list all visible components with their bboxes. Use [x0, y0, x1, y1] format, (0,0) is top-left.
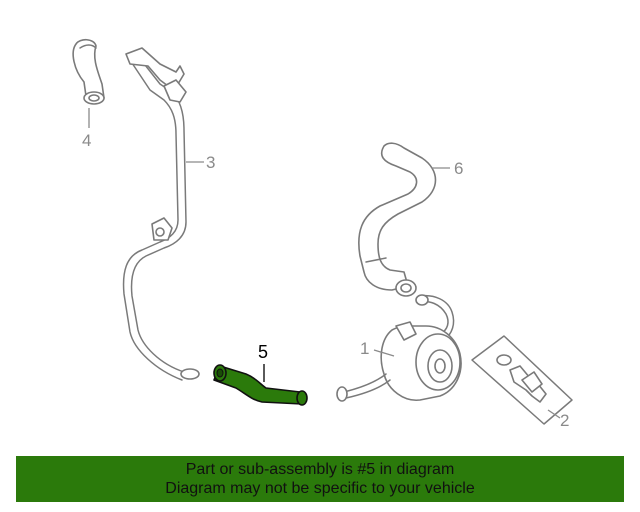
leader-2 — [547, 409, 561, 419]
parts-diagram: 4 3 6 1 2 — [72, 38, 573, 430]
info-banner: Part or sub-assembly is #5 in diagram Di… — [16, 456, 624, 502]
banner-line-1: Part or sub-assembly is #5 in diagram — [185, 461, 455, 478]
part-3-pipe[interactable] — [122, 47, 200, 381]
part-6-hose[interactable] — [358, 142, 437, 297]
banner-line-2: Diagram may not be specific to your vehi… — [165, 480, 475, 497]
part-5-hose-highlighted[interactable] — [213, 364, 308, 406]
callout-1[interactable]: 1 — [360, 339, 369, 358]
leader-1 — [373, 349, 395, 357]
part-4-hose[interactable] — [72, 38, 105, 105]
part-1-oil-cooler[interactable] — [336, 294, 462, 402]
callout-6[interactable]: 6 — [454, 159, 463, 178]
callout-2[interactable]: 2 — [560, 411, 569, 430]
part-2-bolt-kit[interactable] — [471, 335, 573, 425]
callout-4[interactable]: 4 — [82, 131, 91, 150]
callout-5[interactable]: 5 — [258, 342, 268, 362]
callout-3[interactable]: 3 — [206, 153, 215, 172]
